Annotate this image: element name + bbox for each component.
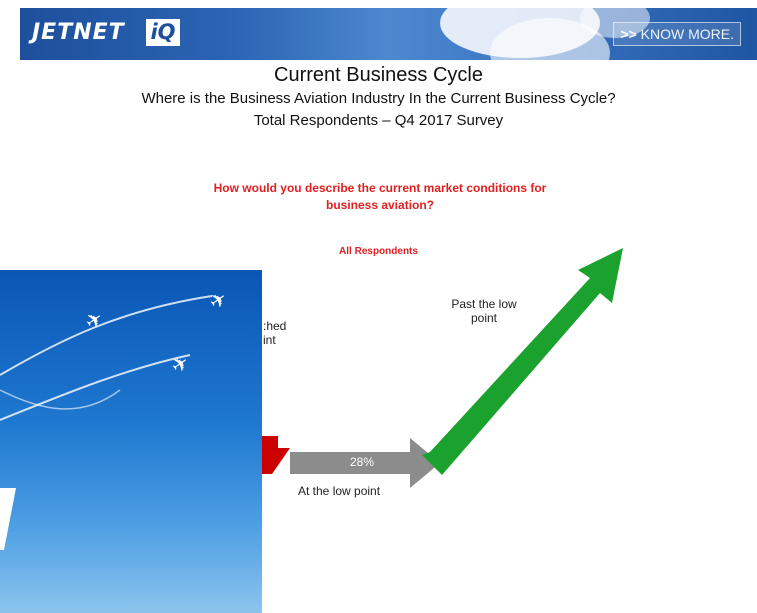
page-title: Current Business Cycle [274,64,483,86]
jetnet-logo[interactable]: JETNET [32,20,125,45]
double-chevron-icon: >> [620,26,637,42]
flight-trail [0,389,121,410]
past-low-label-line-2: point [470,311,498,325]
survey-question: How would you describe the current marke… [150,180,610,214]
sky-graphic: ✈ ✈ ✈ [0,285,232,550]
past-low-label: Past the low point [432,297,536,325]
survey-label: Total Respondents – Q4 2017 Survey [253,112,504,129]
airplane-icon: ✈ [80,305,107,334]
at-low-label: At the low point [298,484,381,498]
reached-label-line-1: :hed [263,319,287,333]
overlay-window[interactable]: ✈ ✈ ✈ [0,270,262,613]
past-low-point-arrow [422,248,623,475]
at-low-value-label: 28% [350,455,374,469]
know-more-label: KNOW MORE. [640,26,734,42]
flight-trail [0,354,191,421]
reached-label-partial: :hed int [263,319,286,347]
know-more-button[interactable]: >> KNOW MORE. [613,22,741,46]
reached-top-arrow [262,436,290,474]
page-subtitle: Where is the Business Aviation Industry … [141,90,616,107]
at-low-point-arrow [290,438,440,488]
reached-label-line-2: int [263,333,276,347]
iq-logo-box[interactable]: iQ [146,19,180,46]
question-line-2: business aviation? [325,198,435,212]
airplane-icon: ✈ [204,285,231,314]
past-low-label-line-1: Past the low [451,297,517,311]
respondents-group-label: All Respondents [339,246,418,257]
airplane-icon: ✈ [166,349,193,378]
flight-trail [0,295,213,376]
logo-fragment [0,488,16,550]
header-banner: JETNET iQ >> KNOW MORE. [20,8,757,60]
question-line-1: How would you describe the current marke… [213,181,547,195]
